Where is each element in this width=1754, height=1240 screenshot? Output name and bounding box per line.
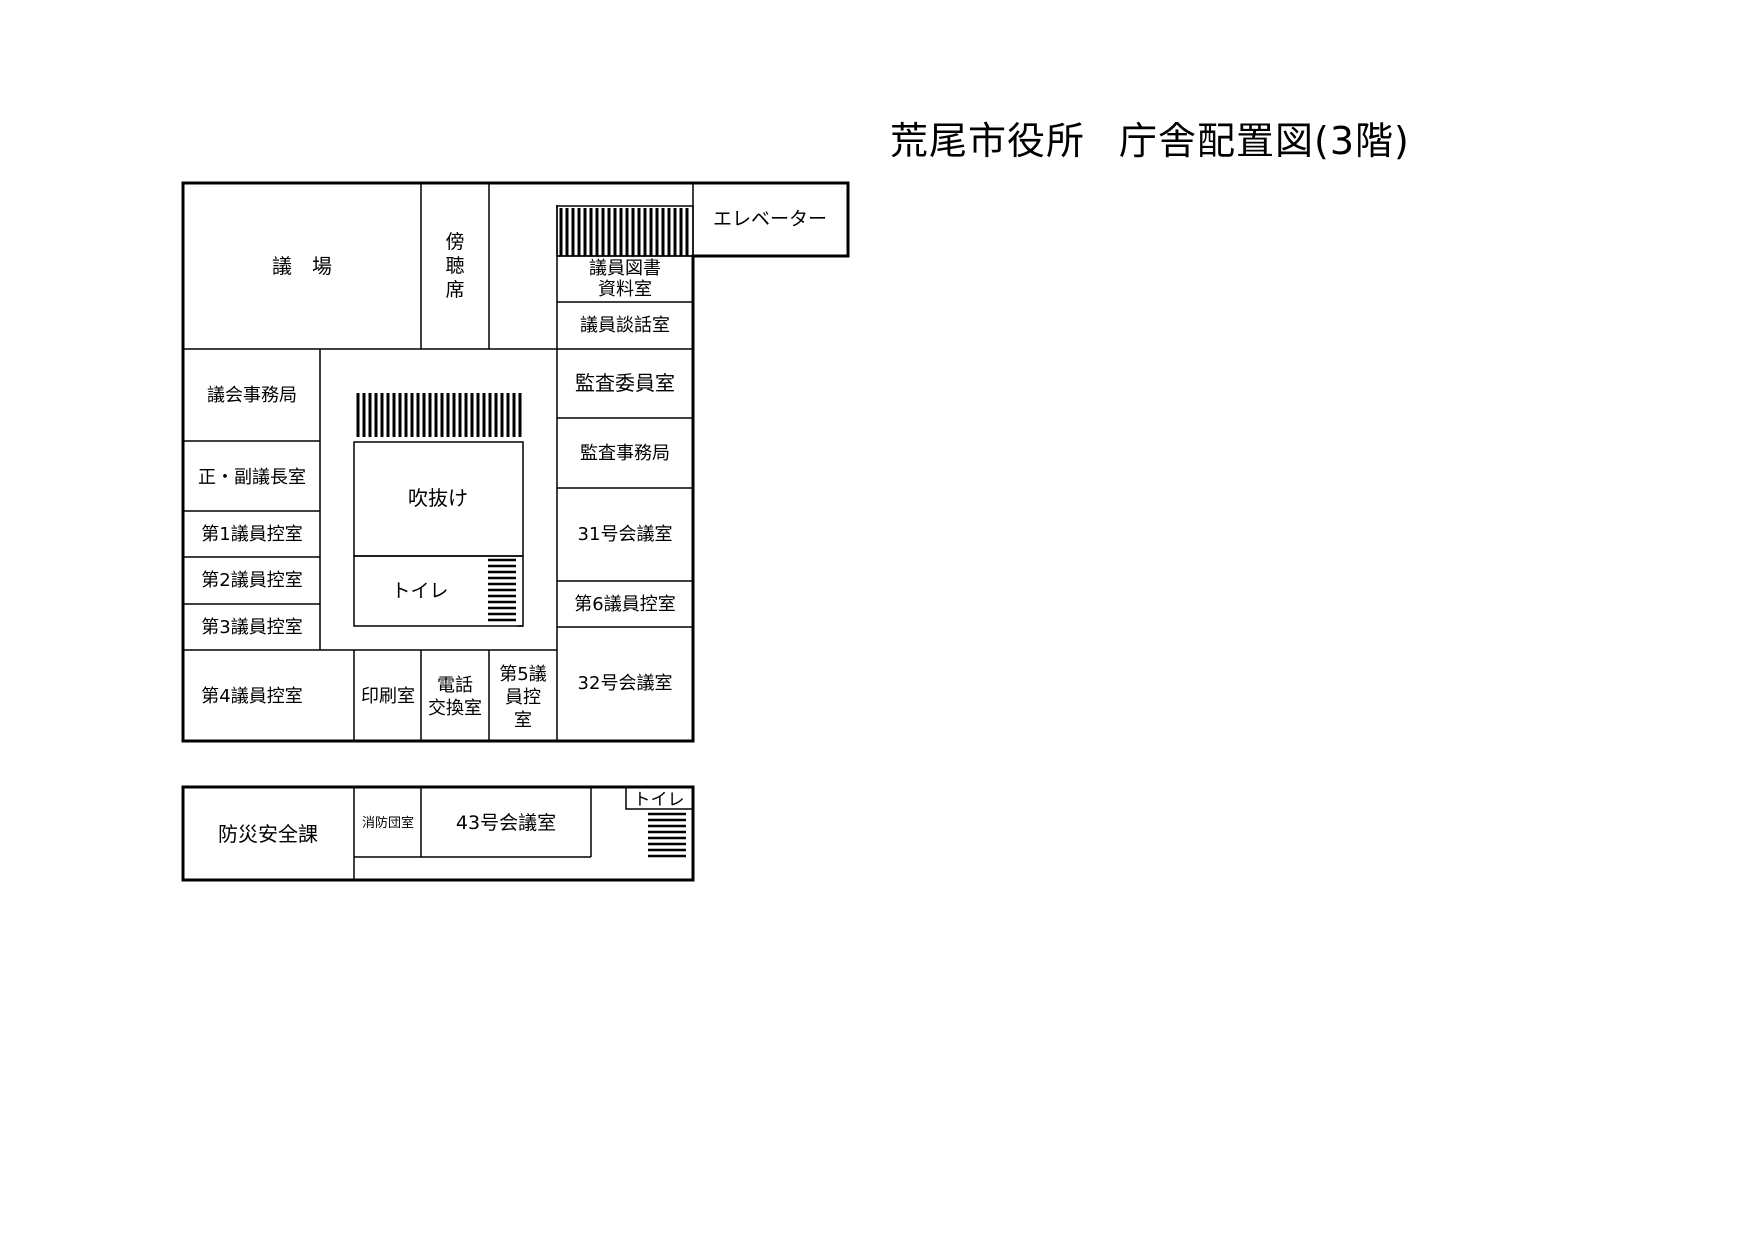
room-member-lounge-3: 第3議員控室 [201,617,302,638]
room-elevator: エレベーター [713,208,827,230]
room-meeting-43: 43号会議室 [456,812,556,834]
stairs-toilet [488,558,516,622]
room-audit-office: 監査事務局 [580,443,670,464]
stairs-top [559,208,689,256]
room-toilet-annex: トイレ [634,790,685,810]
room-member-lounge-2: 第2議員控室 [201,570,302,591]
annex-outline [181,785,695,882]
room-chair-room: 正・副議長室 [198,467,306,488]
room-member-lounge-6: 第6議員控室 [574,594,675,615]
room-gallery-char2: 聴 [445,255,464,277]
room-gallery-char3: 席 [445,279,464,301]
room-lounge: 議員談話室 [580,315,670,336]
room-meeting-32: 32号会議室 [578,673,673,694]
room-member-lounge-1: 第1議員控室 [201,524,302,545]
room-library-line2: 資料室 [598,279,652,300]
room-meeting-31: 31号会議室 [578,524,673,545]
room-assembly-hall: 議 場 [272,254,332,278]
room-member-lounge-4: 第4議員控室 [201,686,302,707]
room-member-lounge-5-line3: 室 [514,710,532,731]
room-telephone-line2: 交換室 [428,698,482,719]
title-document: 庁舎配置図(3階) [1119,119,1410,163]
stairs-top-frame [556,205,694,257]
stairs-annex [648,812,686,858]
room-gallery-char1: 傍 [445,231,464,253]
room-print: 印刷室 [361,686,415,707]
room-member-lounge-5-line1: 第5議 [499,664,546,685]
room-member-lounge-5-line2: 員控 [505,687,541,708]
room-library-line1: 議員図書 [589,258,661,279]
room-toilet-main: トイレ [391,580,448,602]
room-fire-brigade: 消防団室 [362,815,414,831]
room-atrium: 吹抜け [408,486,468,510]
room-telephone-line1: 電話 [437,675,473,696]
title-organization: 荒尾市役所 [890,119,1086,163]
room-audit-committee: 監査委員室 [575,371,675,395]
page-title: 荒尾市役所庁舎配置図(3階) [890,110,1410,165]
room-council-office: 議会事務局 [207,385,297,406]
stairs-center [356,393,522,437]
room-disaster-safety: 防災安全課 [218,822,318,846]
